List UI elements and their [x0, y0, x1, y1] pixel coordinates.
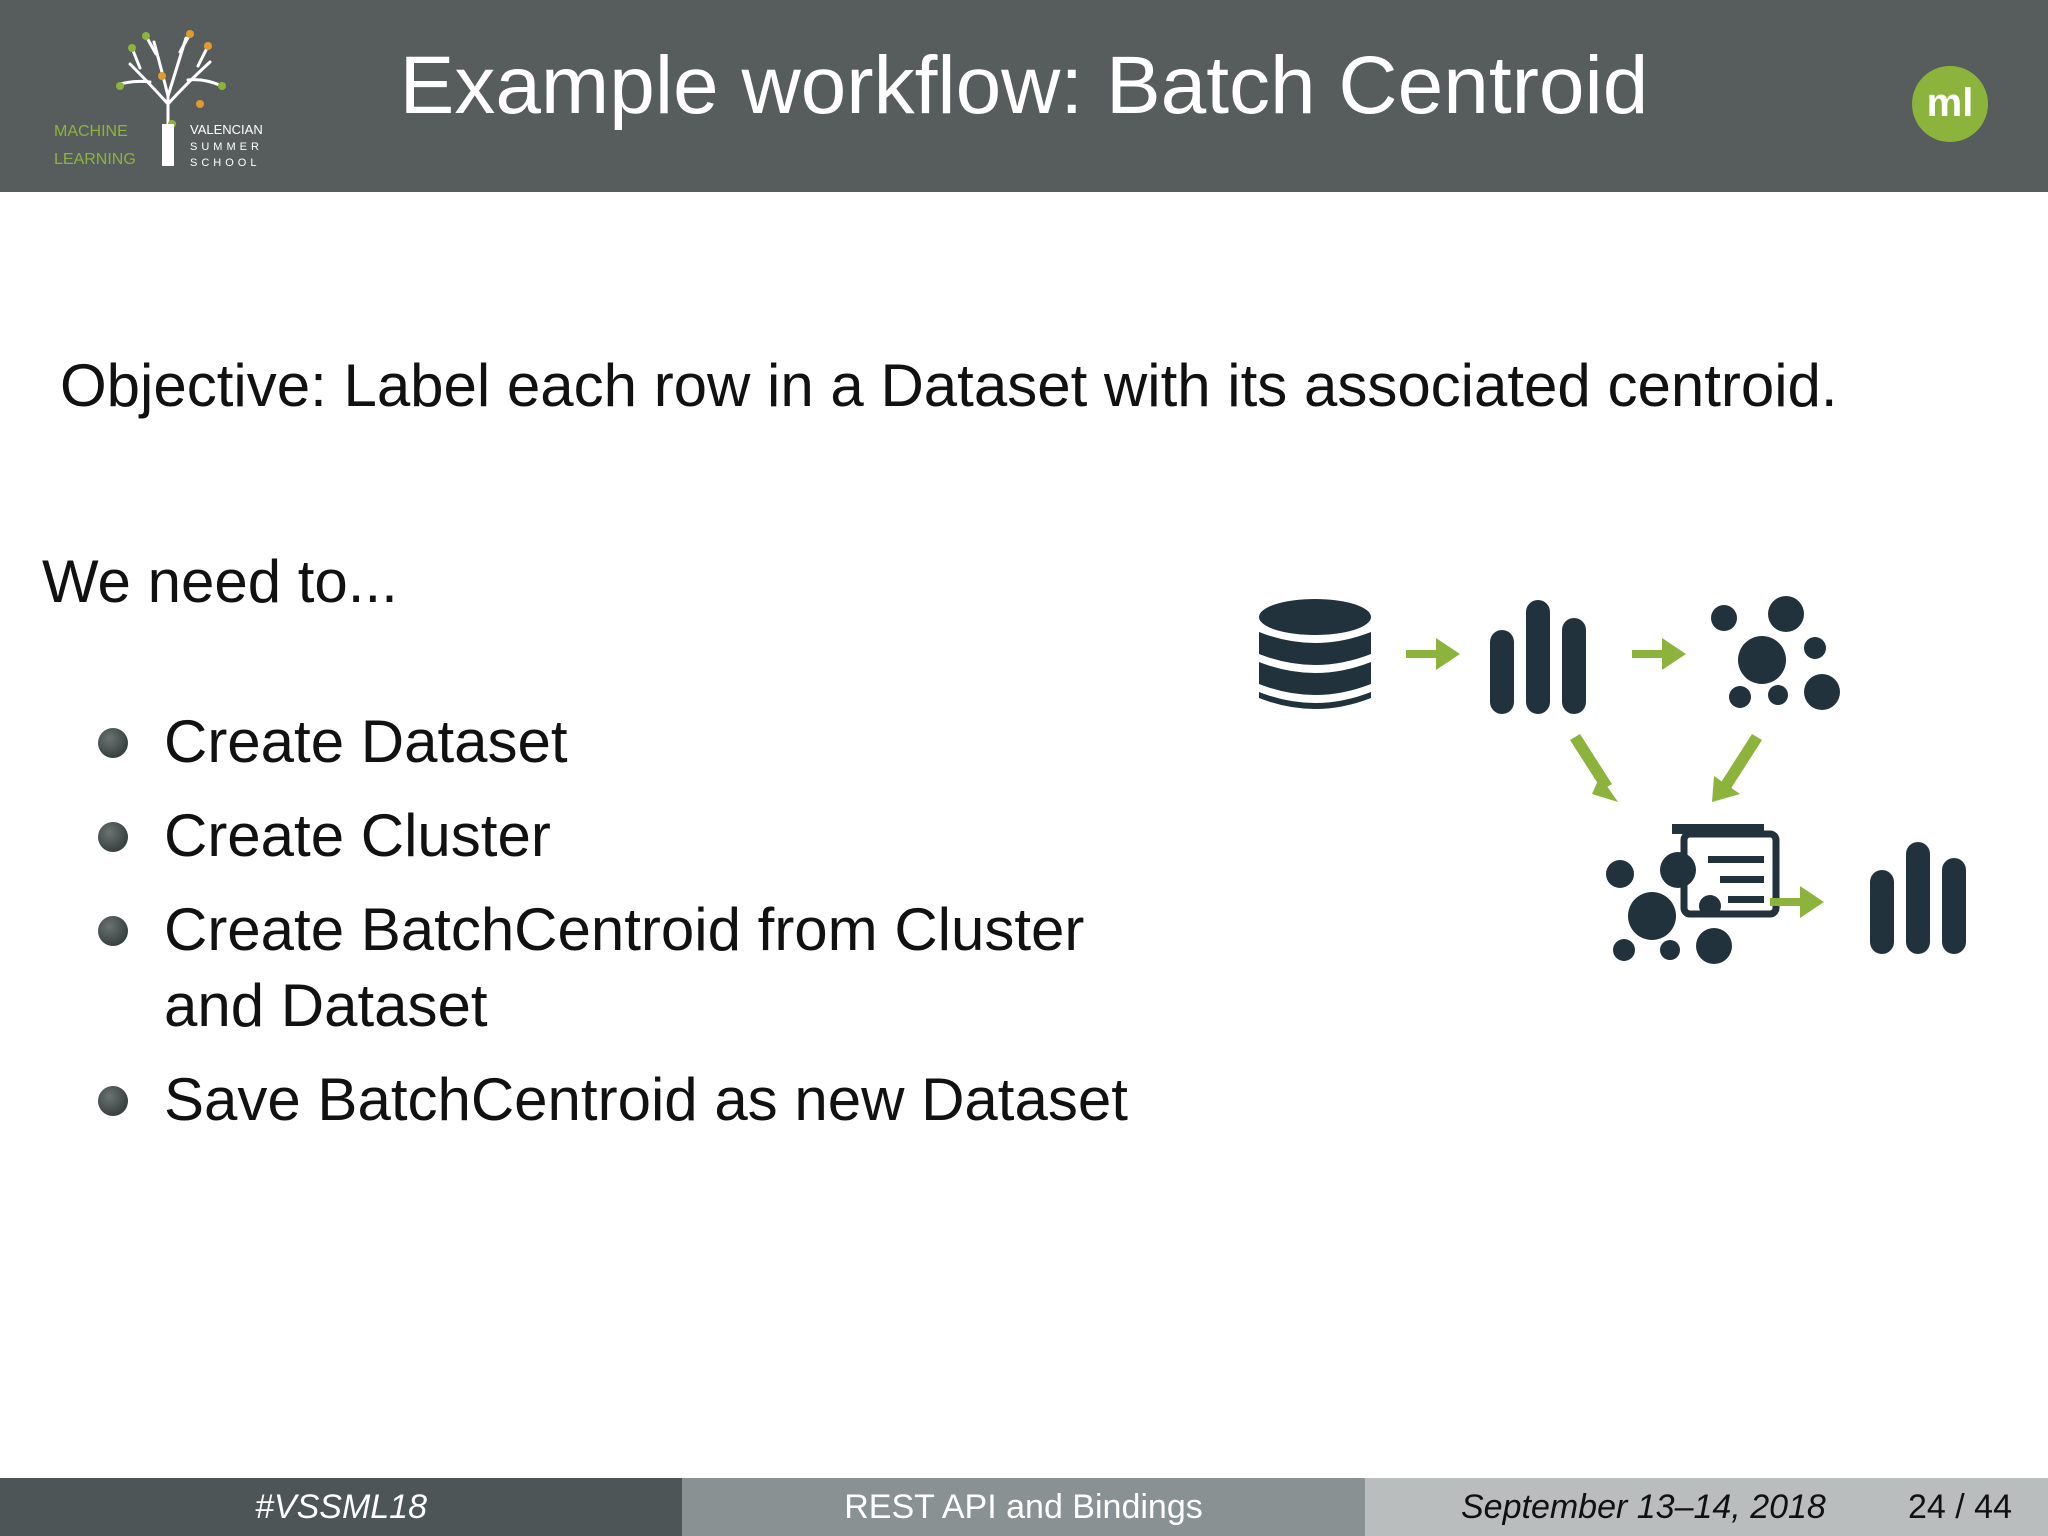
slide-title: Example workflow: Batch Centroid: [399, 40, 1649, 131]
ml-badge-text: ml: [1927, 81, 1974, 125]
footer-info: September 13–14, 2018 24 / 44: [1365, 1478, 2048, 1536]
arrow-icon: [1712, 734, 1762, 802]
list-item-text: Create Cluster: [164, 802, 551, 869]
logo-text-valencian: VALENCIAN: [190, 122, 263, 137]
slide-footer: #VSSML18 REST API and Bindings September…: [0, 1478, 2048, 1536]
list-item: Save BatchCentroid as new Dataset: [96, 1062, 1196, 1138]
arrow-icon: [1570, 734, 1618, 802]
list-item-text: Create Dataset: [164, 708, 568, 775]
logo-text-school: SCHOOL: [190, 157, 260, 169]
bullet-icon: [98, 1086, 128, 1116]
logo-text-learning: LEARNING: [54, 151, 136, 168]
list-item-text-continued: and Dataset: [164, 972, 488, 1039]
footer-date: September 13–14, 2018: [1461, 1488, 1826, 1526]
slide-header: MACHINE LEARNING VALENCIAN SUMMER SCHOOL…: [0, 0, 2048, 192]
dataset-bars-icon: [1490, 600, 1586, 714]
bullet-icon: [98, 728, 128, 758]
database-icon: [1259, 599, 1371, 709]
workflow-diagram: [1259, 596, 1966, 964]
list-item: Create BatchCentroid from Cluster and Da…: [96, 892, 1196, 1044]
batch-centroid-icon: [1606, 824, 1780, 964]
page-number: 24 / 44: [1908, 1488, 2012, 1526]
objective-text: Objective: Label each row in a Dataset w…: [60, 352, 1838, 419]
footer-hashtag: #VSSML18: [0, 1478, 682, 1536]
logo-text-summer: SUMMER: [190, 141, 263, 153]
cluster-icon: [1711, 596, 1840, 710]
arrow-icon: [1632, 638, 1686, 670]
footer-section: REST API and Bindings: [682, 1478, 1365, 1536]
list-item-text: Create BatchCentroid from Cluster: [164, 896, 1085, 963]
logo-text-machine: MACHINE: [54, 123, 128, 140]
ml-logo-badge: ml: [1912, 66, 1988, 142]
arrow-icon: [1770, 886, 1824, 918]
bullet-icon: [98, 916, 128, 946]
arrow-icon: [1406, 638, 1460, 670]
list-item: Create Dataset: [96, 704, 1196, 780]
list-item: Create Cluster: [96, 798, 1196, 874]
new-dataset-bars-icon: [1870, 842, 1966, 954]
intro-text: We need to...: [42, 548, 398, 615]
summer-school-logo: MACHINE LEARNING VALENCIAN SUMMER SCHOOL: [54, 30, 263, 169]
list-item-text: Save BatchCentroid as new Dataset: [164, 1066, 1128, 1133]
step-list: Create Dataset Create Cluster Create Bat…: [96, 704, 1196, 1156]
bullet-icon: [98, 822, 128, 852]
